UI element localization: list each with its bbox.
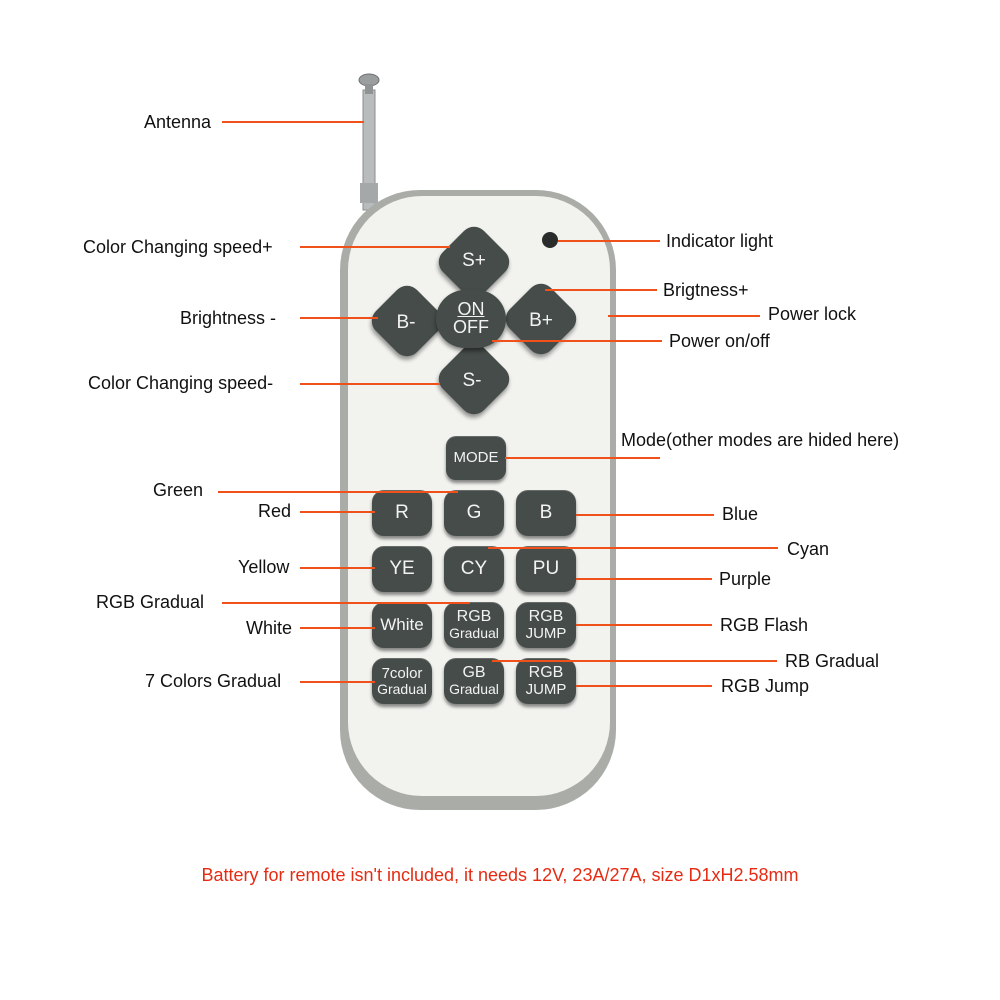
s-plus-label: S+: [462, 250, 486, 271]
label-rgb-jump: RGB Jump: [721, 676, 810, 696]
label-speed-minus: Color Changing speed-: [88, 373, 274, 393]
antenna-base: [360, 183, 378, 203]
rgb-flash-line2: JUMP: [525, 624, 567, 642]
power-off-label: OFF: [453, 317, 489, 338]
rgb-jump-line1: RGB: [528, 663, 564, 681]
leader-indicator: [558, 240, 660, 242]
leader-white: [300, 627, 375, 629]
leader-rgb-jump: [576, 685, 712, 687]
label-rgb-flash: RGB Flash: [720, 615, 809, 635]
mode-button[interactable]: MODE: [446, 436, 506, 480]
rgb-gradual-button[interactable]: RGB Gradual: [444, 602, 504, 648]
label-blue: Blue: [722, 504, 759, 524]
blue-button[interactable]: B: [516, 490, 576, 536]
rgb-gradual-line1: RGB: [456, 608, 492, 626]
rgb-flash-line1: RGB: [528, 607, 564, 625]
leader-rb-gradual: [492, 660, 777, 662]
leader-cyan: [488, 547, 778, 549]
b-minus-label: B-: [396, 312, 416, 333]
leader-yellow: [300, 567, 375, 569]
leader-brightness-minus: [300, 317, 378, 319]
power-on-label: ON: [457, 299, 485, 320]
rgb-jump-button[interactable]: RGB JUMP: [516, 658, 576, 704]
white-button-label: White: [380, 615, 424, 635]
label-yellow: Yellow: [238, 557, 290, 577]
label-antenna: Antenna: [144, 112, 212, 132]
seven-color-line1: 7color: [381, 664, 423, 682]
b-plus-label: B+: [529, 310, 553, 331]
leader-brightness-plus: [545, 289, 657, 291]
label-seven-colors: 7 Colors Gradual: [145, 671, 282, 691]
leader-red: [300, 511, 375, 513]
power-button[interactable]: ON OFF: [436, 290, 506, 348]
seven-color-line2: Gradual: [377, 680, 427, 697]
label-white: White: [246, 618, 293, 638]
gb-gradual-line1: GB: [462, 664, 486, 682]
purple-button[interactable]: PU: [516, 546, 576, 592]
blue-button-label: B: [539, 502, 553, 524]
purple-button-label: PU: [532, 558, 560, 580]
mode-button-label: MODE: [453, 449, 499, 467]
leader-seven-colors: [300, 681, 375, 683]
antenna-tip-neck: [365, 84, 373, 94]
cyan-button[interactable]: CY: [444, 546, 504, 592]
label-rgb-gradual: RGB Gradual: [96, 592, 205, 612]
label-cyan: Cyan: [787, 539, 830, 559]
label-indicator: Indicator light: [666, 231, 774, 251]
label-rb-gradual: RB Gradual: [785, 651, 880, 671]
label-green: Green: [153, 480, 204, 500]
rgb-jump-line2: JUMP: [525, 680, 567, 698]
label-brightness-plus: Brigtness+: [663, 280, 749, 300]
leader-purple: [576, 578, 712, 580]
leader-power-lock: [608, 315, 760, 317]
label-speed-plus: Color Changing speed+: [83, 237, 273, 257]
rgb-gradual-line2: Gradual: [449, 625, 499, 642]
label-mode: Mode(other modes are hided here): [621, 430, 900, 450]
battery-note: Battery for remote isn't included, it ne…: [201, 865, 799, 885]
leader-blue: [576, 514, 714, 516]
yellow-button[interactable]: YE: [372, 546, 432, 592]
cyan-button-label: CY: [460, 558, 488, 580]
label-power-onoff: Power on/off: [669, 331, 770, 351]
leader-antenna: [222, 121, 364, 123]
leader-rgb-gradual: [222, 602, 470, 604]
green-button[interactable]: G: [444, 490, 504, 536]
indicator-light: [542, 232, 558, 248]
red-button[interactable]: R: [372, 490, 432, 536]
label-brightness-minus: Brightness -: [180, 308, 277, 328]
leader-power-onoff: [492, 340, 662, 342]
label-red: Red: [258, 501, 292, 521]
gb-gradual-line2: Gradual: [449, 681, 499, 698]
seven-color-gradual-button[interactable]: 7color Gradual: [372, 658, 432, 704]
leader-mode: [505, 457, 660, 459]
s-minus-label: S-: [462, 370, 482, 391]
label-power-lock: Power lock: [768, 304, 857, 324]
label-purple: Purple: [719, 569, 772, 589]
leader-speed-plus: [300, 246, 450, 248]
red-button-label: R: [395, 502, 409, 524]
green-button-label: G: [466, 502, 482, 524]
white-button[interactable]: White: [372, 602, 432, 648]
leader-speed-minus: [300, 383, 440, 385]
leader-green: [218, 491, 458, 493]
yellow-button-label: YE: [389, 558, 415, 580]
rgb-flash-button[interactable]: RGB JUMP: [516, 602, 576, 648]
leader-rgb-flash: [576, 624, 712, 626]
gb-gradual-button[interactable]: GB Gradual: [444, 658, 504, 704]
